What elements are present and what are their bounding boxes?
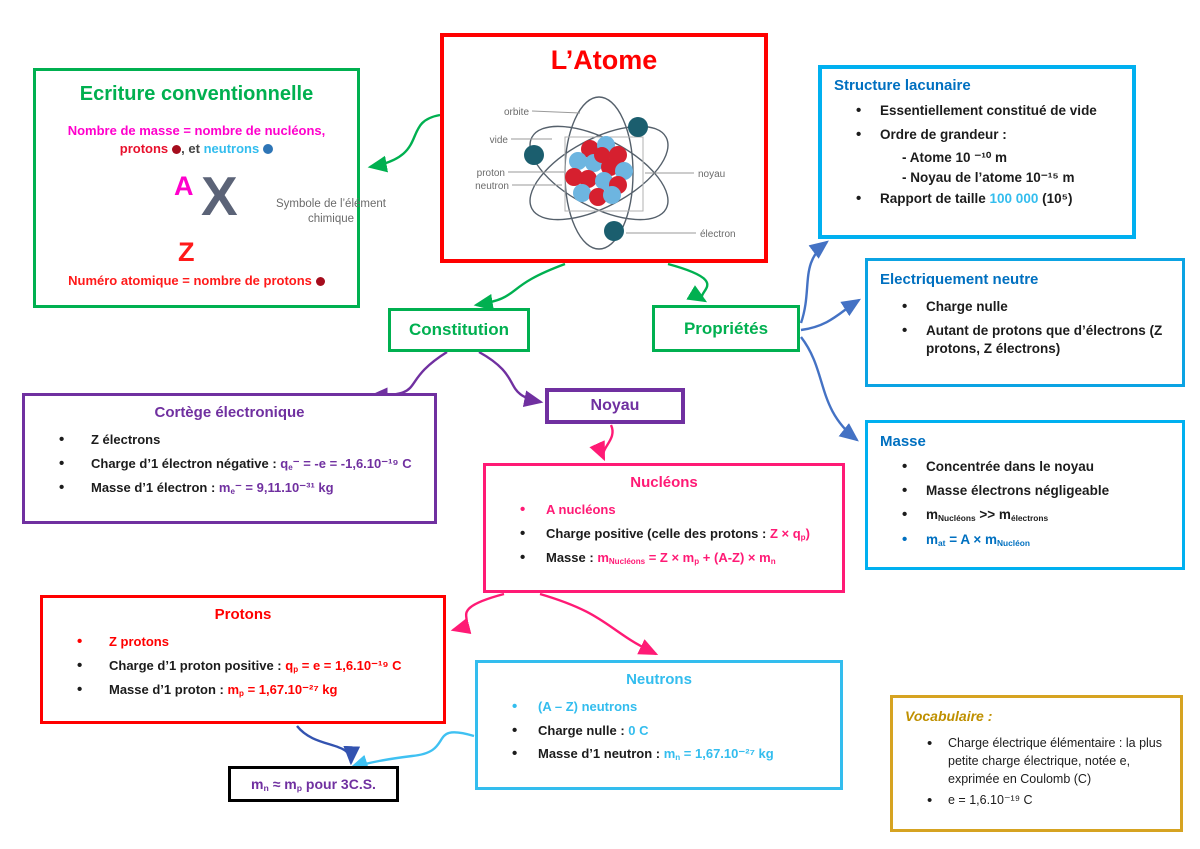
nucleus-cluster xyxy=(565,136,633,206)
bullet-item: Masse : mNucléons = Z × mp + (A-Z) × mn xyxy=(486,548,842,568)
bullet-item: (A – Z) neutrons xyxy=(478,697,840,717)
mass-number-line: Nombre de masse = nombre de nucléons, xyxy=(67,123,326,138)
node-proprietes: Propriétés xyxy=(652,305,800,352)
neutron-dot xyxy=(263,144,274,154)
bullet-item: Masse d’1 électron : me⁻ = 9,11.10⁻³¹ kg xyxy=(25,478,434,498)
masse-title: Masse xyxy=(880,433,926,450)
bullet-item: Z électrons xyxy=(25,430,434,450)
node-structure-lacunaire: Structure lacunaire Essentiellement cons… xyxy=(818,65,1136,239)
bullet-item: Z protons xyxy=(43,632,443,652)
bullet-item: Rapport de taille 100 000 (10⁵) xyxy=(822,189,1132,209)
sub-item: - Atome 10 ⁻¹⁰ m xyxy=(902,150,1008,166)
bullet-item: Charge électrique élémentaire : la plus … xyxy=(893,733,1180,788)
bullet-item: Masse électrons négligeable xyxy=(868,481,1182,501)
node-ecriture-conventionnelle: Ecriture conventionnelle Nombre de masse… xyxy=(33,68,386,308)
node-cortege-electronique: Cortège électronique Z électrons Charge … xyxy=(22,393,437,524)
electrons xyxy=(524,117,648,241)
letter-Z: Z xyxy=(178,237,195,267)
neutre-title: Electriquement neutre xyxy=(880,271,1039,288)
node-protons: Protons Z protons Charge d’1 proton posi… xyxy=(40,595,446,724)
label-electron: électron xyxy=(700,229,736,240)
bullet-item: Concentrée dans le noyau xyxy=(868,457,1182,477)
atomic-number-line: Numéro atomique = nombre de protons xyxy=(36,273,357,288)
label-noyau: noyau xyxy=(698,169,725,180)
atom-illustration: orbite vide proton neutron noyau électro… xyxy=(475,96,736,250)
proton-dot xyxy=(172,145,182,154)
bullet-item: e = 1,6.10⁻¹⁹ C xyxy=(893,791,1180,811)
cortege-title: Cortège électronique xyxy=(154,404,305,421)
bullet-item: A nucléons xyxy=(486,500,842,520)
protons-neutrons-line: protons, et neutrons xyxy=(36,141,357,156)
bullet-item: Ordre de grandeur : xyxy=(822,125,1132,145)
protons-title: Protons xyxy=(214,606,272,623)
bullet-item: Charge d’1 proton positive : qp = e = 1,… xyxy=(43,656,443,676)
bullet-item: Essentiellement constitué de vide xyxy=(822,101,1132,121)
node-noyau: Noyau xyxy=(545,388,685,424)
bullet-item: mat = A × mNucléon xyxy=(868,530,1182,550)
proprietes-label: Propriétés xyxy=(683,318,769,338)
label-proton: proton xyxy=(477,168,505,179)
atome-title: L’Atome xyxy=(550,45,658,75)
bullet-item: mNucléons >> mélectrons xyxy=(868,505,1182,525)
label-neutron: neutron xyxy=(475,181,509,192)
vocab-title: Vocabulaire : xyxy=(905,708,993,724)
neutrons-title: Neutrons xyxy=(626,671,692,688)
sub-item: - Noyau de l’atome 10⁻¹⁵ m xyxy=(902,170,1075,186)
letter-A: A xyxy=(174,171,194,201)
bullet-item: Charge nulle : 0 C xyxy=(478,721,840,741)
nucleons-title: Nucléons xyxy=(630,474,698,491)
node-masse: Masse Concentrée dans le noyau Masse éle… xyxy=(865,420,1185,570)
ecriture-title: Ecriture conventionnelle xyxy=(79,83,314,105)
bullet-item: Charge nulle xyxy=(868,297,1182,317)
structure-title: Structure lacunaire xyxy=(834,77,971,94)
constitution-label: Constitution xyxy=(408,320,510,339)
element-symbol-caption: Symbole de l’élément chimique xyxy=(276,198,386,225)
label-vide: vide xyxy=(490,135,509,146)
approx-label: mn ≈ mp pour 3C.S. xyxy=(251,775,376,793)
node-nucleons: Nucléons A nucléons Charge positive (cel… xyxy=(483,463,845,593)
node-constitution: Constitution xyxy=(388,308,530,352)
bullet-item: Masse d’1 neutron : mn = 1,67.10⁻²⁷ kg xyxy=(478,744,840,764)
node-neutrons: Neutrons (A – Z) neutrons Charge nulle :… xyxy=(475,660,843,790)
bullet-item: Masse d’1 proton : mp = 1,67.10⁻²⁷ kg xyxy=(43,680,443,700)
bullet-item: Charge d’1 électron négative : qe⁻ = -e … xyxy=(25,454,434,474)
bullet-item: Autant de protons que d’électrons (Z pro… xyxy=(868,321,1182,358)
label-orbite: orbite xyxy=(504,107,529,118)
proton-dot-2 xyxy=(315,277,325,286)
node-electriquement-neutre: Electriquement neutre Charge nulle Autan… xyxy=(865,258,1185,387)
node-atome: L’Atome xyxy=(440,33,768,263)
noyau-label: Noyau xyxy=(590,397,640,414)
letter-X-symbol: X xyxy=(201,165,238,227)
node-vocabulaire: Vocabulaire : Charge électrique élémenta… xyxy=(890,695,1183,832)
node-approx-mass: mn ≈ mp pour 3C.S. xyxy=(228,766,399,802)
bullet-item: Charge positive (celle des protons : Z ×… xyxy=(486,524,842,544)
